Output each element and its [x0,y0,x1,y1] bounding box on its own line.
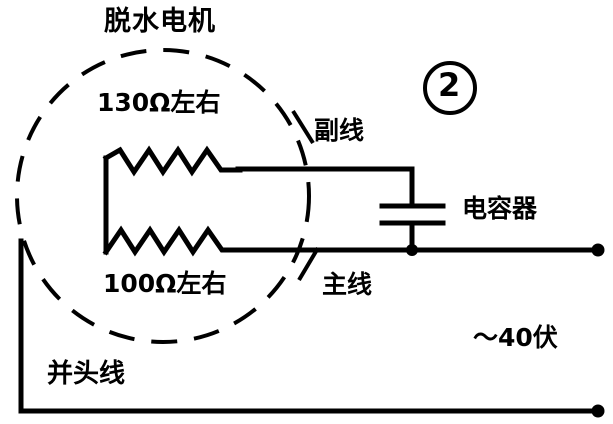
supply-terminal-dot-upper [591,243,605,257]
joint-wire-label: 并头线 [47,359,126,389]
auxiliary-label-leader-line [291,109,315,145]
capacitor-junction-dot [406,244,418,256]
resistor-bottom-label: 100Ω左右 [103,269,227,298]
capacitor-label: 电容器 [462,194,538,223]
resistor-top-label: 130Ω左右 [97,88,221,117]
index-marker-circle [423,61,477,115]
main-label-leader-line [297,246,320,282]
voltage-label: ～40伏 [473,323,558,352]
main-winding-label: 主线 [322,270,373,299]
supply-terminal-dot-lower [591,404,605,418]
motor-enclosure-dashed-circle [15,48,311,344]
auxiliary-winding-label: 副线 [314,116,365,145]
index-marker-label: 2 [438,66,461,104]
resistor-top-zigzag [102,145,243,177]
diagram-title: 脱水电机 [104,6,216,37]
resistor-bottom-zigzag [102,225,243,257]
